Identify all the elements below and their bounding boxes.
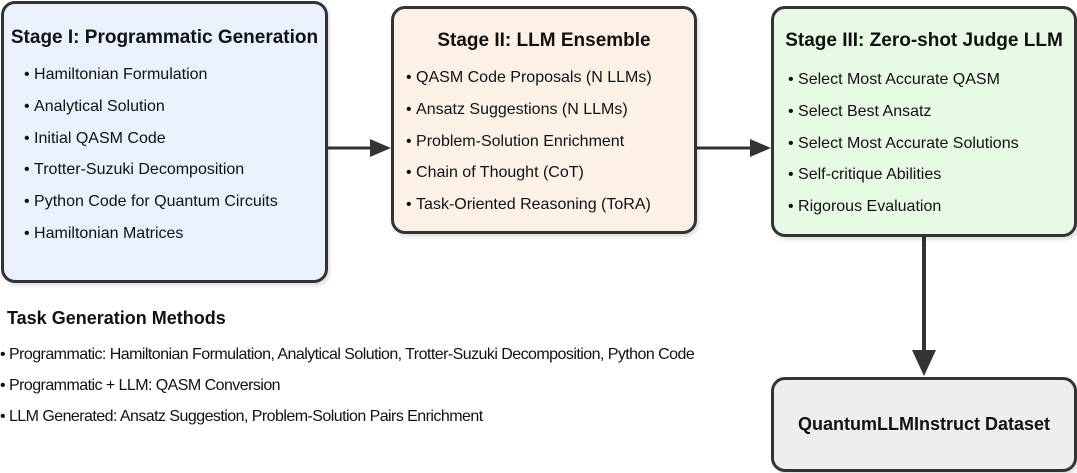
dataset-box: QuantumLLMInstruct Dataset (771, 377, 1077, 472)
stage-2-box: Stage II: LLM Ensemble QASM Code Proposa… (391, 6, 697, 234)
list-item: Rigorous Evaluation (788, 191, 1074, 223)
list-item: Hamiltonian Formulation (24, 59, 325, 91)
arrow-stage2-to-stage3-head (750, 139, 771, 157)
stage-1-title: Stage I: Programmatic Generation (10, 27, 319, 48)
stage-3-box: Stage III: Zero-shot Judge LLM Select Mo… (771, 6, 1077, 237)
list-item: Ansatz Suggestions (N LLMs) (406, 94, 694, 126)
list-item: Select Most Accurate Solutions (788, 128, 1074, 160)
methods-title: Task Generation Methods (7, 308, 226, 328)
list-item: Programmatic: Hamiltonian Formulation, A… (0, 339, 695, 370)
list-item: Initial QASM Code (24, 123, 325, 155)
stage-3-list: Select Most Accurate QASM Select Best An… (774, 64, 1074, 223)
arrow-stage1-to-stage2-head (370, 139, 391, 157)
stage-2-list: QASM Code Proposals (N LLMs) Ansatz Sugg… (394, 62, 694, 221)
list-item: Analytical Solution (24, 91, 325, 123)
list-item: Task-Oriented Reasoning (ToRA) (406, 189, 694, 221)
stage-1-list: Hamiltonian Formulation Analytical Solut… (4, 59, 325, 250)
list-item: Hamiltonian Matrices (24, 218, 325, 250)
list-item: Self-critique Abilities (788, 159, 1074, 191)
task-generation-methods: Task Generation Methods Programmatic: Ha… (0, 308, 695, 432)
methods-list: Programmatic: Hamiltonian Formulation, A… (0, 339, 695, 432)
list-item: Python Code for Quantum Circuits (24, 186, 325, 218)
list-item: Select Most Accurate QASM (788, 64, 1074, 96)
list-item: Select Best Ansatz (788, 96, 1074, 128)
list-item: Chain of Thought (CoT) (406, 157, 694, 189)
list-item: Problem-Solution Enrichment (406, 126, 694, 158)
dataset-label: QuantumLLMInstruct Dataset (797, 414, 1051, 434)
list-item: Trotter-Suzuki Decomposition (24, 154, 325, 186)
list-item: LLM Generated: Ansatz Suggestion, Proble… (0, 401, 694, 432)
stage-3-title: Stage III: Zero-shot Judge LLM (785, 30, 1063, 51)
stage-1-box: Stage I: Programmatic Generation Hamilto… (1, 1, 328, 283)
stage-2-title: Stage II: LLM Ensemble (437, 30, 651, 51)
arrow-stage3-to-dataset-head (912, 350, 936, 376)
list-item: Programmatic + LLM: QASM Conversion (0, 370, 694, 401)
list-item: QASM Code Proposals (N LLMs) (406, 62, 694, 94)
